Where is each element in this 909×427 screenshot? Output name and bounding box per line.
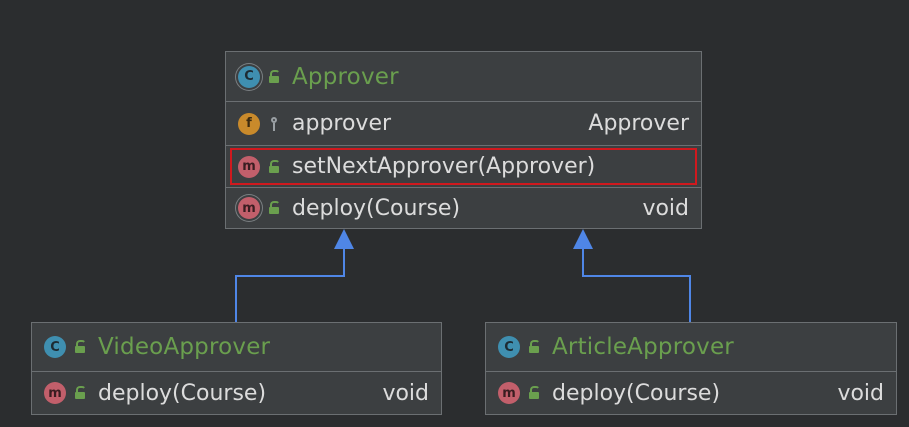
class-icon: C [498, 336, 520, 358]
public-visibility-icon [268, 159, 280, 174]
article-approver-inheritance-line [582, 248, 691, 322]
method-name: deploy(Course) [552, 380, 721, 406]
method-row-set-next-approver[interactable]: m setNextApprover(Approver) [226, 146, 701, 188]
field-row-approver[interactable]: f approver Approver [226, 102, 701, 146]
abstract-method-icon: m [238, 197, 260, 219]
class-box-approver[interactable]: C Approver f approver Approver m setNext… [225, 51, 702, 229]
public-visibility-icon [528, 386, 540, 400]
method-icon: m [498, 382, 520, 404]
public-visibility-icon [268, 69, 280, 84]
public-visibility-icon [74, 340, 86, 354]
class-header-video-approver[interactable]: C VideoApprover [32, 323, 441, 372]
method-return-type: void [382, 380, 429, 406]
method-name: deploy(Course) [98, 380, 267, 406]
video-approver-inheritance-arrowhead [334, 229, 354, 249]
class-header-approver[interactable]: C Approver [226, 52, 701, 102]
class-name-approver: Approver [292, 63, 399, 90]
method-return-type: void [642, 195, 689, 221]
video-approver-inheritance-line [235, 248, 345, 322]
method-name: deploy(Course) [292, 195, 461, 221]
method-name: setNextApprover(Approver) [292, 154, 596, 179]
class-name-video-approver: VideoApprover [98, 334, 271, 360]
field-name: approver [292, 111, 392, 136]
class-box-video-approver[interactable]: C VideoApprover m deploy(Course) void [31, 322, 442, 415]
field-type: Approver [588, 111, 689, 136]
public-visibility-icon [528, 340, 540, 354]
class-header-article-approver[interactable]: C ArticleApprover [486, 323, 896, 372]
method-row-deploy[interactable]: m deploy(Course) void [486, 372, 896, 414]
class-box-article-approver[interactable]: C ArticleApprover m deploy(Course) void [485, 322, 897, 415]
article-approver-inheritance-arrowhead [573, 229, 593, 249]
method-row-deploy[interactable]: m deploy(Course) void [226, 188, 701, 228]
abstract-class-icon: C [238, 65, 260, 88]
method-icon: m [44, 382, 66, 404]
private-visibility-icon [268, 116, 280, 131]
method-icon: m [238, 155, 260, 178]
field-icon: f [238, 112, 260, 135]
method-row-deploy[interactable]: m deploy(Course) void [32, 372, 441, 414]
public-visibility-icon [268, 201, 280, 215]
class-icon: C [44, 336, 66, 358]
method-return-type: void [837, 380, 884, 406]
public-visibility-icon [74, 386, 86, 400]
class-name-article-approver: ArticleApprover [552, 334, 734, 360]
